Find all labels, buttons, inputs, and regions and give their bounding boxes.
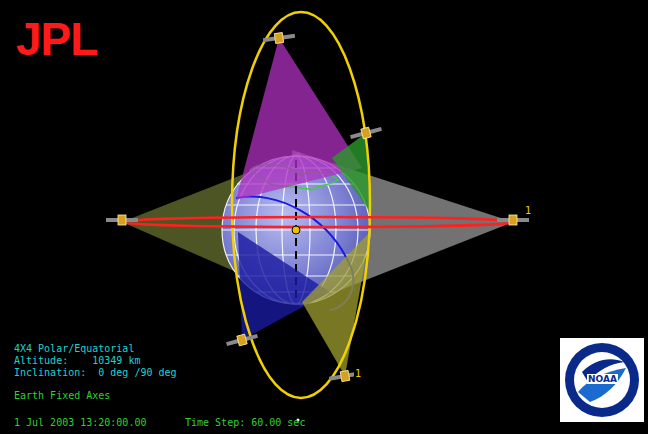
time-step-text: Time Step: 60.00 sec bbox=[185, 417, 305, 428]
axes-text: Earth Fixed Axes bbox=[14, 390, 110, 401]
logo-text: NOAA bbox=[587, 374, 618, 384]
logo-text: JPL bbox=[16, 12, 97, 66]
satellite-number: 1 bbox=[354, 368, 362, 379]
altitude-text: Altitude: 10349 km bbox=[14, 355, 140, 366]
date-time-text: 1 Jul 2003 13:20:00.00 bbox=[14, 417, 146, 428]
constellation-name: 4X4 Polar/Equatorial bbox=[14, 343, 134, 354]
satellite-number: 1 bbox=[524, 205, 532, 216]
inclination-text: Inclination: 0 deg /90 deg bbox=[14, 367, 177, 378]
